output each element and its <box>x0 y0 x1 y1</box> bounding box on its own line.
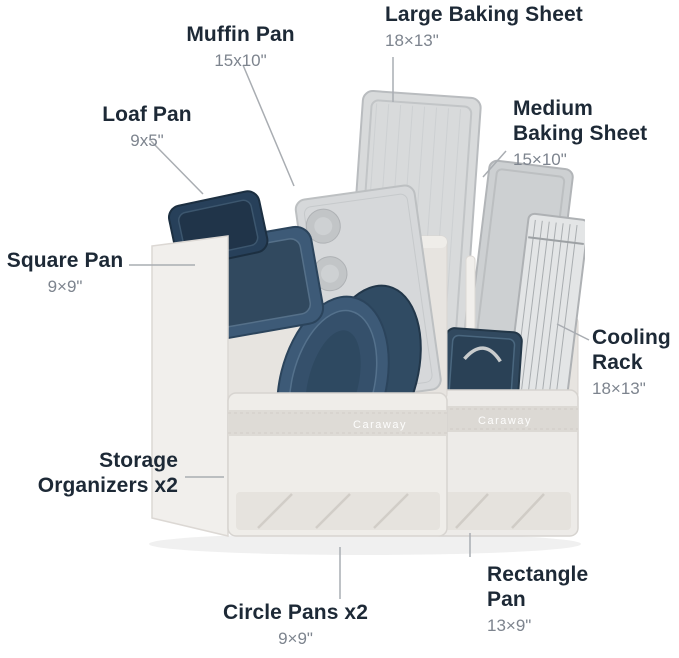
label-title: Medium <box>513 97 593 120</box>
bottom-slot <box>236 492 440 530</box>
label-title: Cooling <box>592 326 671 349</box>
label-title: Loaf Pan <box>102 103 192 126</box>
label-title: Rectangle <box>487 563 589 586</box>
bakeware-set-graphic: Caraway <box>149 90 585 555</box>
label-dimension: 15×10" <box>513 149 567 169</box>
label-medium-baking-sheet: Medium Baking Sheet 15×10" <box>513 97 647 170</box>
label-dimension: 9×9" <box>47 276 83 296</box>
label-title: Rack <box>592 350 643 374</box>
label-dimension: 13×9" <box>487 615 532 635</box>
label-muffin-pan: Muffin Pan 15x10" <box>158 23 323 71</box>
label-large-baking-sheet: Large Baking Sheet 18×13" <box>385 3 583 51</box>
pan-handle <box>463 346 502 363</box>
left-organizer-side-wall <box>151 235 229 537</box>
label-circle-pans: Circle Pans x2 9×9" <box>198 601 393 649</box>
label-title: Circle Pans x2 <box>223 601 368 624</box>
label-dimension: 9x5" <box>130 130 164 150</box>
brand-logo: Caraway <box>353 419 407 431</box>
label-title: Muffin Pan <box>186 23 295 46</box>
label-title: Baking Sheet <box>513 121 648 145</box>
label-dimension: 18×13" <box>385 30 439 50</box>
label-title: Organizers x2 <box>37 473 178 497</box>
label-title: Large Baking Sheet <box>385 3 583 26</box>
label-title: Square Pan <box>6 249 124 272</box>
right-organizer-front: Caraway <box>431 389 579 537</box>
label-cooling-rack: Cooling Rack 18×13" <box>592 326 671 399</box>
label-title: Pan <box>487 587 526 611</box>
label-title: Storage <box>99 449 178 472</box>
brand-logo: Caraway <box>478 415 532 427</box>
left-organizer-front: Caraway <box>227 392 448 537</box>
label-dimension: 15x10" <box>214 50 267 70</box>
floor-shadow <box>149 533 581 555</box>
label-dimension: 9×9" <box>278 628 313 648</box>
cooling-rack-graphic <box>502 212 585 432</box>
label-rectangle-pan: Rectangle Pan 13×9" <box>487 563 588 636</box>
label-dimension: 18×13" <box>592 378 646 398</box>
label-storage-organizers: Storage Organizers x2 <box>18 449 178 499</box>
label-loaf-pan: Loaf Pan 9x5" <box>88 103 206 151</box>
label-square-pan: Square Pan 9×9" <box>2 249 128 297</box>
